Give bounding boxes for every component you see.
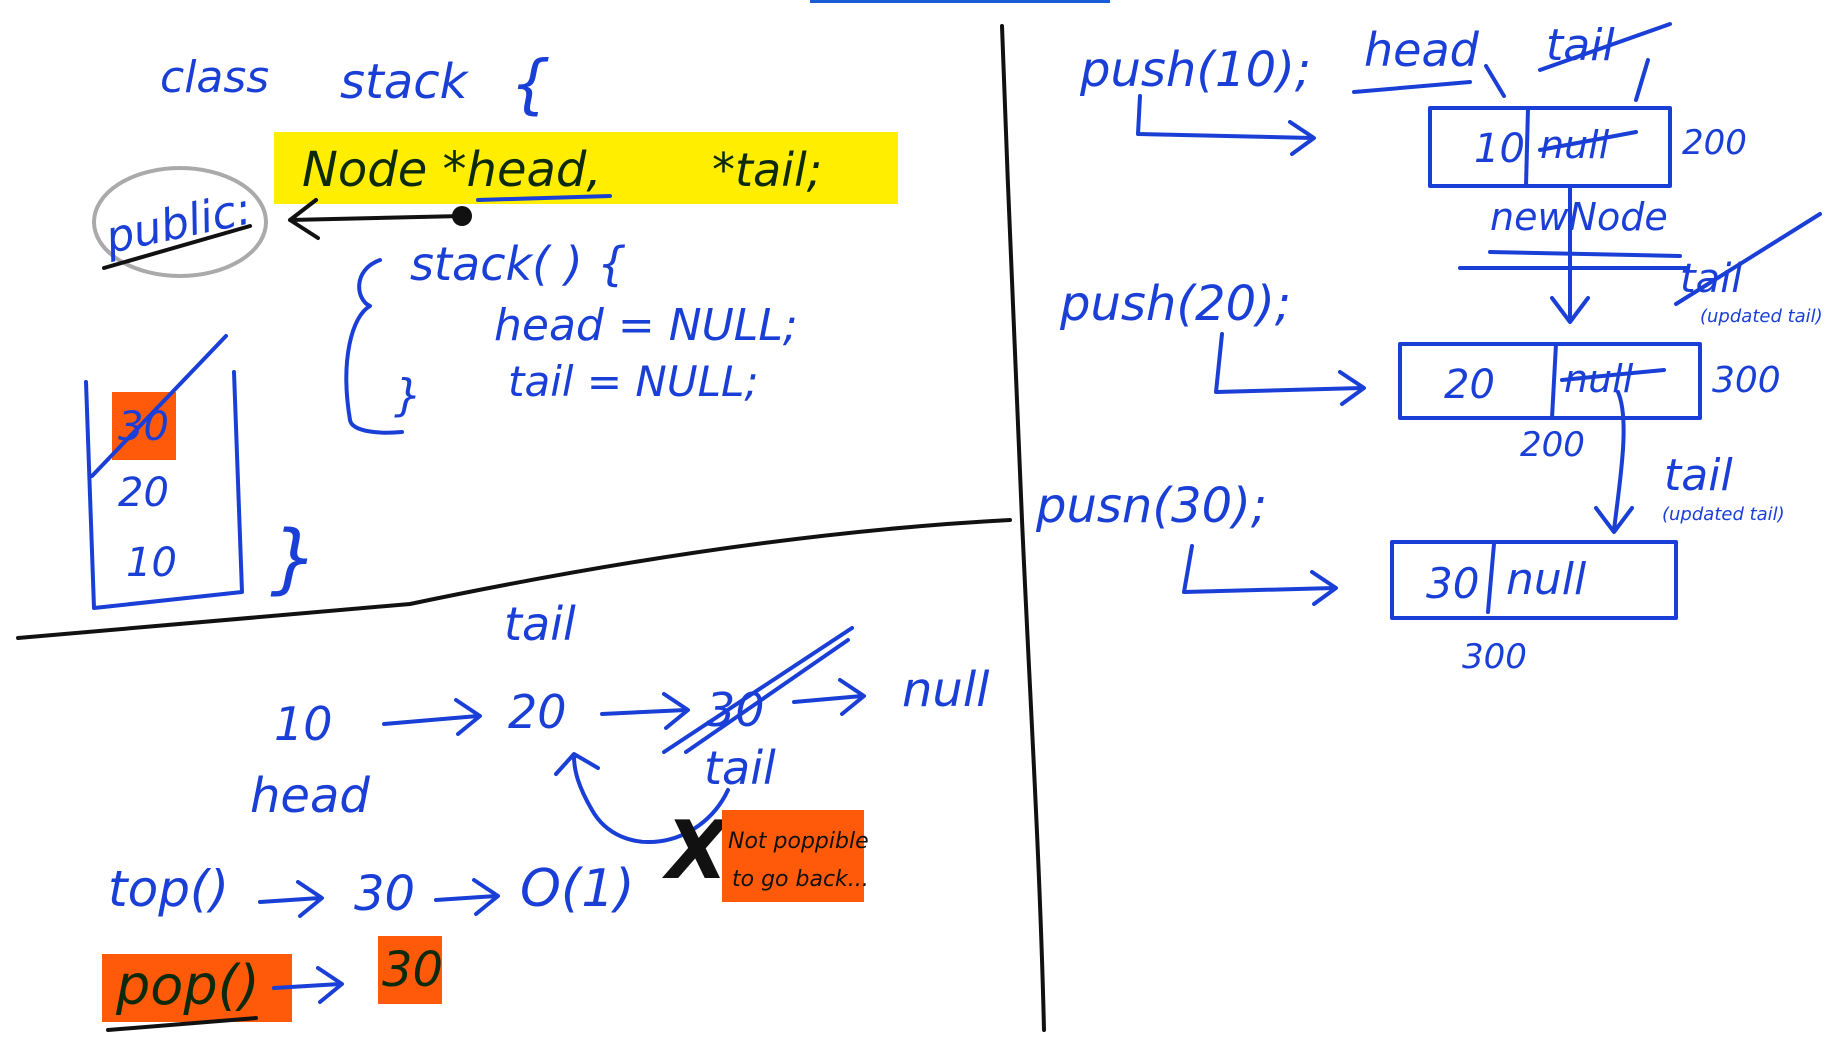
head-label-right: head [1364,23,1480,77]
tail-2-strike [1674,212,1822,306]
push-call-3: pusn(30); [1035,478,1267,534]
node-20: 20 [508,685,567,739]
public-strike [102,224,252,270]
head-underline-right [1352,80,1472,94]
node-10: 10 [274,697,333,751]
node-30-strike [662,626,854,754]
updated-tail-3: (updated tail) [1662,504,1785,525]
stack-container [84,370,244,610]
node-3-next: null [1506,554,1587,605]
tail-label-top: tail [504,597,576,651]
constructor-header: stack( ) { [410,237,627,291]
popped-item-highlight [112,392,176,460]
next-pointer-arrow-1 [1550,184,1590,324]
class-name: stack [340,54,470,110]
public-circle [92,166,268,278]
pop-value: 30 [382,942,443,998]
stack-top-strike [90,334,228,478]
null-label: null [902,662,990,718]
next-pointer-arrow-2 [1594,390,1634,534]
progress-bar [810,0,1110,3]
node-2-address: 300 [1712,360,1781,401]
node-3-below: 300 [1462,637,1527,677]
push-call-1: push(10); [1079,42,1311,98]
middle-divider-line [16,518,1012,640]
node-box-1-divider [1524,106,1530,188]
class-open-brace: { [510,48,551,122]
new-node-label: newNode [1490,195,1668,239]
arrow-origin-dot [452,206,472,226]
class-close-brace: } [270,513,318,602]
pointer-arrows-node1 [1484,58,1650,102]
member-highlight [274,132,898,204]
node-box-2-divider [1550,342,1558,420]
node-box-3 [1390,540,1678,620]
note-box [722,810,864,902]
constructor-close: } [394,370,422,421]
vertical-divider-line [1000,24,1046,1032]
top-expression: top() [108,860,229,918]
tail-strike-right [1538,22,1672,72]
arrow-10-to-20 [382,698,482,736]
arrow-30-to-null [792,678,866,716]
constructor-brace [344,258,404,435]
push-arrow-3 [1182,544,1338,606]
back-arrow [554,752,730,844]
updated-tail-2: (updated tail) [1700,306,1823,327]
access-label: public: [100,183,256,264]
tail-member: *tail; [712,143,822,197]
cross-mark: X [661,804,731,897]
init-head: head = NULL; [494,300,798,351]
arrow-20-to-30 [600,692,690,730]
top-arrow-1 [258,880,324,918]
stack-item-middle: 20 [118,470,169,516]
class-keyword: class [160,52,269,103]
node-1-address: 200 [1682,123,1747,163]
top-value: 30 [354,866,415,922]
tail-label-3: tail [1664,450,1733,501]
top-arrow-2 [434,878,500,916]
init-tail: tail = NULL; [508,357,759,406]
top-complexity: O(1) [520,859,635,919]
arrow-to-public [288,198,464,240]
note-line-1: Not poppible [728,829,869,854]
node-1-next-strike [1538,130,1638,152]
member-declaration: Node *head, [302,142,602,198]
push-arrow-1 [1136,94,1316,156]
pop-underline [106,1016,258,1032]
node-3-value: 30 [1426,559,1479,608]
new-node-underline [1458,250,1690,270]
head-label: head [250,768,370,824]
node-box-3-divider [1486,542,1496,614]
push-arrow-2 [1214,332,1366,406]
node-1-value: 10 [1474,126,1525,172]
pop-expression: pop() [115,954,260,1017]
node-box-1 [1428,106,1672,188]
head-underline [476,194,612,202]
pop-highlight [102,954,292,1022]
node-2-value: 20 [1444,362,1495,408]
stack-item-bottom: 10 [126,540,177,586]
node-2-next-strike [1560,368,1666,382]
pop-arrow [272,966,344,1004]
pop-value-highlight [378,936,442,1004]
tail-label-bottom: tail [704,741,776,795]
note-line-2: to go back... [732,867,869,892]
push-call-2: push(20); [1059,276,1291,332]
node-2-below: 200 [1520,425,1585,465]
